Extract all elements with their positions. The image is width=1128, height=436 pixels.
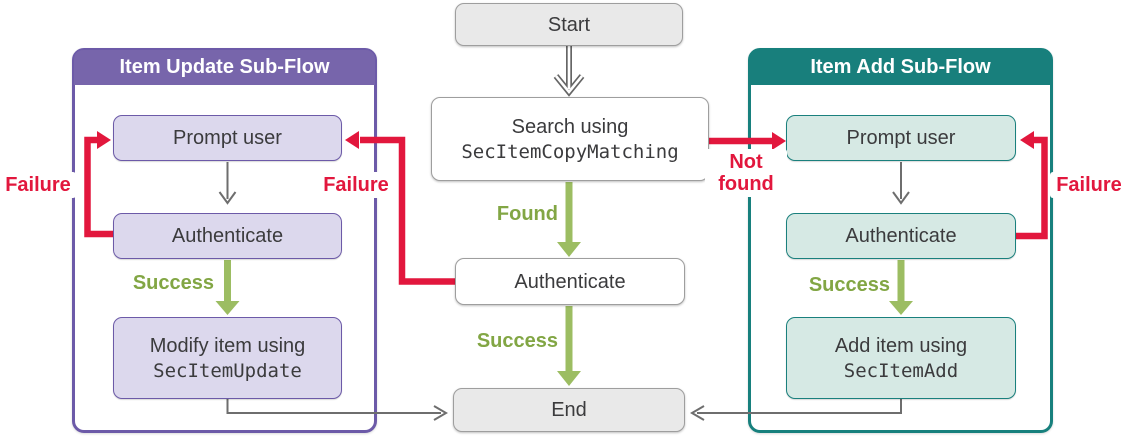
panel-item-add-title: Item Add Sub-Flow <box>750 50 1051 85</box>
search-code-label: SecItemCopyMatching <box>461 140 679 163</box>
arrow-found <box>557 182 581 257</box>
start-node: Start <box>455 3 683 46</box>
search-node: Search using SecItemCopyMatching <box>431 97 709 181</box>
label-found: Found <box>496 203 558 225</box>
label-success-add: Success <box>808 274 890 296</box>
add-item-node: Add item using SecItemAdd <box>786 317 1016 399</box>
start-label: Start <box>547 13 591 36</box>
add-prompt-user-label: Prompt user <box>846 127 956 149</box>
arrow-start-to-search <box>553 45 585 97</box>
update-modify-item-node: Modify item using SecItemUpdate <box>113 317 342 399</box>
add-authenticate-label: Authenticate <box>845 225 957 247</box>
update-prompt-user-node: Prompt user <box>113 115 342 161</box>
end-label: End <box>551 399 587 421</box>
update-prompt-user-label: Prompt user <box>173 127 282 149</box>
label-success-update: Success <box>132 272 214 294</box>
authenticate-center-node: Authenticate <box>455 258 685 305</box>
add-item-code: SecItemAdd <box>843 359 959 382</box>
label-not-found: Not found <box>705 149 787 197</box>
label-failure-outer-left: Failure <box>0 172 76 198</box>
label-failure-inner-left: Failure <box>317 172 395 198</box>
update-authenticate-label: Authenticate <box>171 225 284 247</box>
arrow-success-center <box>557 306 581 386</box>
add-prompt-user-node: Prompt user <box>786 115 1016 161</box>
search-label: Search using <box>511 115 629 138</box>
update-authenticate-node: Authenticate <box>113 213 342 259</box>
add-authenticate-node: Authenticate <box>786 213 1016 259</box>
update-modify-item-label: Modify item using <box>149 334 306 357</box>
label-failure-right: Failure <box>1050 172 1128 198</box>
panel-item-update-title: Item Update Sub-Flow <box>74 50 375 85</box>
update-modify-item-code: SecItemUpdate <box>153 359 302 382</box>
add-item-label: Add item using <box>834 334 968 357</box>
end-node: End <box>453 388 685 432</box>
label-success-center: Success <box>476 330 558 352</box>
authenticate-center-label: Authenticate <box>514 270 626 293</box>
